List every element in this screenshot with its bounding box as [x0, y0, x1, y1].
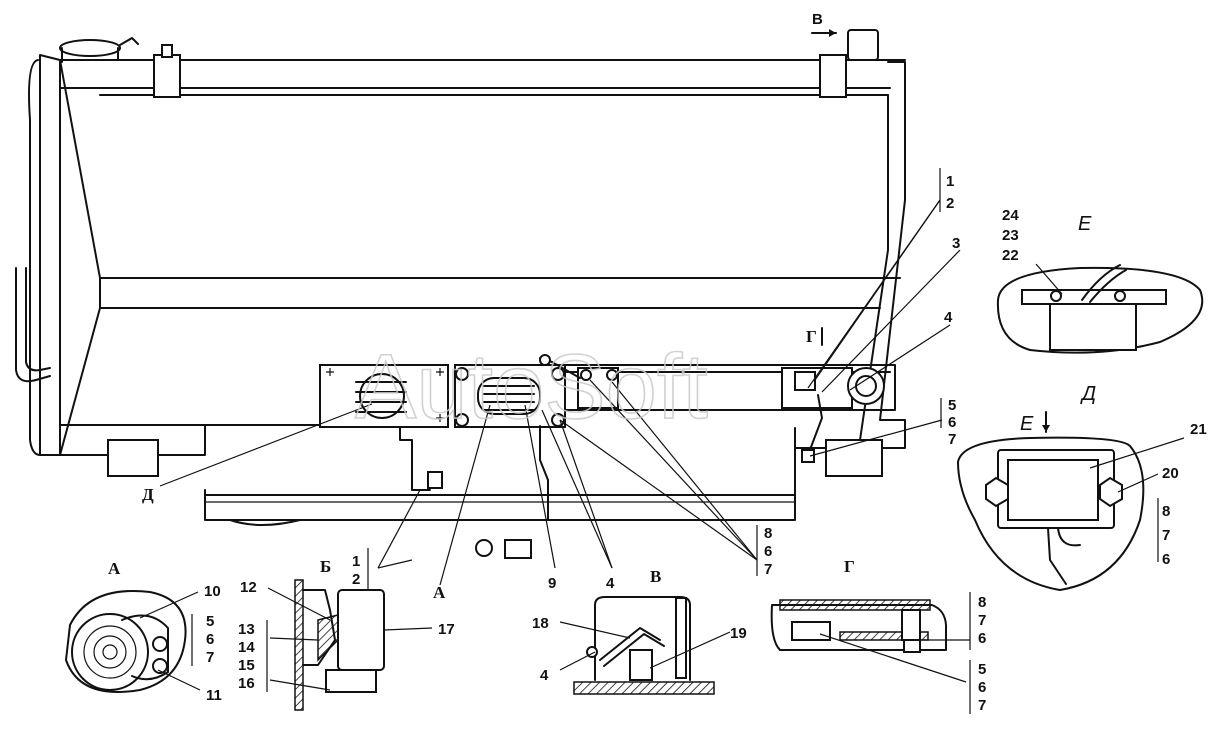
callout-1-bottom: 1: [352, 553, 360, 570]
callout-14: 14: [238, 639, 255, 656]
view-label-e: Е: [1078, 213, 1092, 235]
leader-lines-main: [159, 168, 961, 590]
callout-15: 15: [238, 657, 255, 674]
fuel-tank-main-view: [15, 29, 906, 559]
support-foot-right: [825, 439, 883, 477]
callout-11: 11: [206, 687, 222, 704]
callout-8-main: 8: [764, 525, 772, 542]
callout-7-g2: 7: [978, 697, 986, 714]
callout-4-right: 4: [944, 309, 953, 326]
callout-6-bottom: 6: [764, 543, 772, 560]
callout-8-d: 8: [1162, 503, 1170, 520]
tank-left-end-cap: [39, 54, 61, 456]
view-label-d: Д: [1080, 383, 1096, 405]
callout-1-main: 1: [946, 173, 954, 190]
callout-3: 3: [952, 235, 960, 252]
callout-4-v: 4: [540, 667, 549, 684]
callout-19: 19: [730, 625, 747, 642]
view-v-detail: [559, 596, 731, 695]
callout-7-main: 7: [948, 431, 956, 448]
view-label-b: Б: [320, 557, 331, 576]
callout-5-main: 5: [948, 397, 956, 414]
view-label-e-arrow: Е: [1020, 413, 1034, 435]
callout-21: 21: [1190, 421, 1207, 438]
callout-20: 20: [1162, 465, 1179, 482]
callout-24: 24: [1002, 207, 1019, 224]
view-label-g: Г: [844, 557, 855, 576]
fuel-level-sender: [454, 364, 566, 521]
view-label-d-main: Д: [142, 485, 154, 504]
view-g-detail: [770, 592, 971, 714]
callout-9: 9: [548, 575, 556, 592]
strap-block-right: [819, 54, 847, 98]
callout-22: 22: [1002, 247, 1019, 264]
callout-6-g: 6: [978, 630, 986, 647]
view-b-detail: [266, 579, 433, 711]
filler-neck: [59, 37, 139, 63]
callout-6-main: 6: [948, 414, 956, 431]
tank-slanted-face: [59, 59, 101, 456]
callout-17: 17: [438, 621, 455, 638]
handrail: [15, 267, 51, 383]
callout-4-bottom: 4: [606, 575, 615, 592]
callout-6-a: 6: [206, 631, 214, 648]
callout-16: 16: [238, 675, 255, 692]
callout-18: 18: [532, 615, 549, 632]
callout-12: 12: [240, 579, 257, 596]
callout-6-d: 6: [1162, 551, 1170, 568]
callout-5-g: 5: [978, 661, 986, 678]
callout-7-g: 7: [978, 612, 986, 629]
callout-8-g: 8: [978, 594, 986, 611]
view-label-v: В: [650, 567, 661, 586]
view-label-g-main: Г: [806, 327, 817, 346]
view-label-a: А: [108, 559, 121, 578]
callout-7-bottom: 7: [764, 561, 772, 578]
callout-6-g2: 6: [978, 679, 986, 696]
callout-2-bottom: 2: [352, 571, 360, 588]
wiring-channel: [539, 354, 896, 463]
callout-5-a: 5: [206, 613, 214, 630]
drain-plug: [847, 367, 885, 405]
callout-2-main: 2: [946, 195, 954, 212]
callout-13: 13: [238, 621, 255, 638]
view-d-detail: [957, 411, 1185, 591]
support-foot-left: [107, 439, 159, 477]
callout-7-d: 7: [1162, 527, 1170, 544]
view-e-detail: [996, 263, 1204, 354]
callout-10: 10: [204, 583, 221, 600]
view-a-detail: [65, 590, 201, 693]
sensor-plate-left: [319, 364, 449, 491]
view-label-a-main: А: [433, 583, 446, 602]
strap-block-left: [153, 54, 181, 98]
watermark-text: AutoSoft: [355, 336, 708, 438]
callout-23: 23: [1002, 227, 1019, 244]
breather-cap: [847, 29, 879, 61]
view-label-v-top: В: [812, 11, 823, 28]
callout-7-a: 7: [206, 649, 214, 666]
